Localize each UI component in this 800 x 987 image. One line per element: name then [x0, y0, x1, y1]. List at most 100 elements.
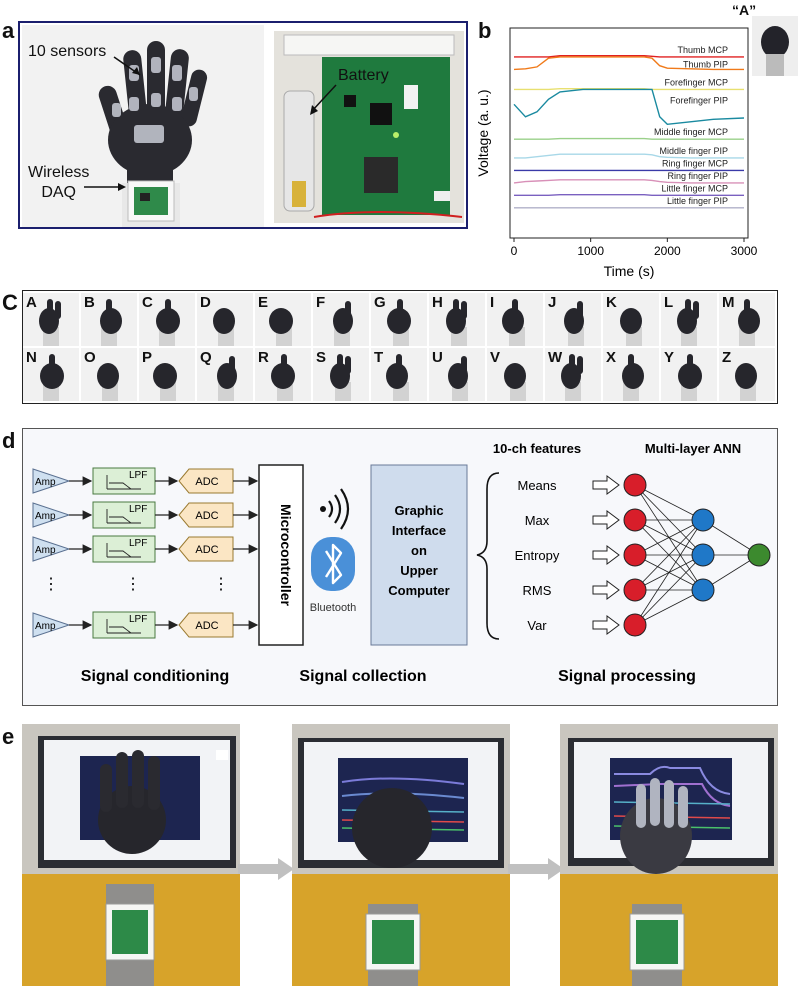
series-label: Ring finger PIP [667, 171, 728, 181]
series-line [514, 153, 744, 159]
x-tick-label: 0 [511, 244, 518, 258]
gesture-cell: K [603, 293, 659, 346]
ann-hidden-node [691, 578, 715, 602]
gesture-photo [313, 293, 369, 346]
gesture-photo [139, 293, 195, 346]
gesture-letter: Y [664, 349, 675, 366]
series-line [514, 55, 744, 58]
panel-a-frame: 10 sensors Wireless DAQ Battery [18, 21, 468, 229]
adc-label: ADC [195, 476, 218, 488]
gesture-photo [255, 348, 311, 401]
gesture-letter: F [316, 294, 326, 311]
demo-photo-2 [292, 724, 510, 986]
gesture-cell: M [719, 293, 775, 346]
gesture-letter: J [548, 294, 557, 311]
lpf-response-icon [106, 509, 141, 524]
gesture-cell: U [429, 348, 485, 401]
feature-brace [476, 472, 500, 640]
feature-arrow-icon [592, 615, 620, 635]
gesture-cell: B [81, 293, 137, 346]
daq-label-line2: DAQ [41, 184, 76, 201]
gesture-cell: T [371, 348, 427, 401]
gesture-cell: F [313, 293, 369, 346]
series-label: Little finger MCP [661, 183, 728, 193]
gesture-cell: Q [197, 348, 253, 401]
feature-arrow-icon [592, 580, 620, 600]
wireless-signal-icon [320, 488, 350, 530]
gesture-cell: E [255, 293, 311, 346]
gesture-letter: K [606, 294, 617, 311]
gesture-photo [603, 293, 659, 346]
gesture-photo [487, 293, 543, 346]
amplifier-triangle [32, 502, 71, 528]
glove-photo [22, 25, 264, 227]
sensors-arrow [113, 56, 141, 76]
gesture-cell: P [139, 348, 195, 401]
panel-c-letter: C [2, 290, 18, 315]
amp-label: Amp [35, 477, 56, 488]
gesture-cell: S [313, 348, 369, 401]
series-label: Little finger PIP [667, 196, 728, 206]
gesture-photo [371, 348, 427, 401]
gesture-letter: O [84, 349, 96, 366]
amp-label: Amp [35, 545, 56, 556]
gesture-cell: J [545, 293, 601, 346]
panel-b-letter: b [478, 18, 492, 43]
gesture-cell: W [545, 348, 601, 401]
gesture-letter: M [722, 294, 735, 311]
gesture-letter: V [490, 349, 501, 366]
ann-output-node [747, 543, 771, 567]
feature-label: Max [525, 513, 550, 528]
section-processing: Signal processing [558, 668, 696, 685]
microcontroller-label: Microcontroller [278, 504, 294, 606]
gesture-photo [719, 293, 775, 346]
gesture-photo [139, 348, 195, 401]
gesture-letter: X [606, 349, 617, 366]
inset-label: “A” [732, 2, 757, 18]
pcb-photo [274, 31, 464, 223]
gesture-letter: R [258, 349, 269, 366]
gesture-letter: I [490, 294, 495, 311]
gesture-cell: H [429, 293, 485, 346]
series-label: Forefinger PIP [670, 95, 728, 105]
flow-arrow-1 [238, 858, 294, 880]
daq-arrow [84, 183, 126, 191]
adc-label: ADC [195, 544, 218, 556]
gesture-letter: N [26, 349, 37, 366]
daq-label: Wireless DAQ [28, 163, 89, 203]
gesture-letter: W [548, 349, 563, 366]
series-line [513, 56, 744, 71]
gesture-cell: I [487, 293, 543, 346]
feature-arrow-icon [592, 510, 620, 530]
gui-box [370, 464, 468, 646]
series-label: Thumb MCP [677, 45, 728, 55]
gui-label-line: Interface [392, 523, 446, 538]
gesture-photo [429, 293, 485, 346]
chart-frame [509, 27, 749, 239]
feature-label: Entropy [515, 548, 560, 563]
x-tick-label: 3000 [731, 244, 758, 258]
feature-label: RMS [523, 583, 552, 598]
amplifier-triangle [32, 536, 71, 562]
gesture-photo [23, 293, 79, 346]
gesture-photo [487, 348, 543, 401]
ann-input-node [623, 508, 647, 532]
features-title: 10-ch features [493, 441, 581, 456]
gesture-photo [23, 348, 79, 401]
series-label: Forefinger MCP [664, 77, 728, 87]
series-line [514, 87, 744, 91]
series-line [514, 193, 744, 197]
lpf-response-icon [106, 619, 141, 634]
flow-arrow-2 [508, 858, 564, 880]
gesture-letter: P [142, 349, 153, 366]
adc-label: ADC [195, 510, 218, 522]
gesture-photo [661, 348, 717, 401]
gesture-letter: E [258, 294, 269, 311]
x-tick-label: 2000 [654, 244, 681, 258]
sensors-label: 10 sensors [28, 43, 107, 60]
amp-label: Amp [35, 511, 56, 522]
gesture-letter: G [374, 294, 386, 311]
gesture-photo [545, 348, 601, 401]
